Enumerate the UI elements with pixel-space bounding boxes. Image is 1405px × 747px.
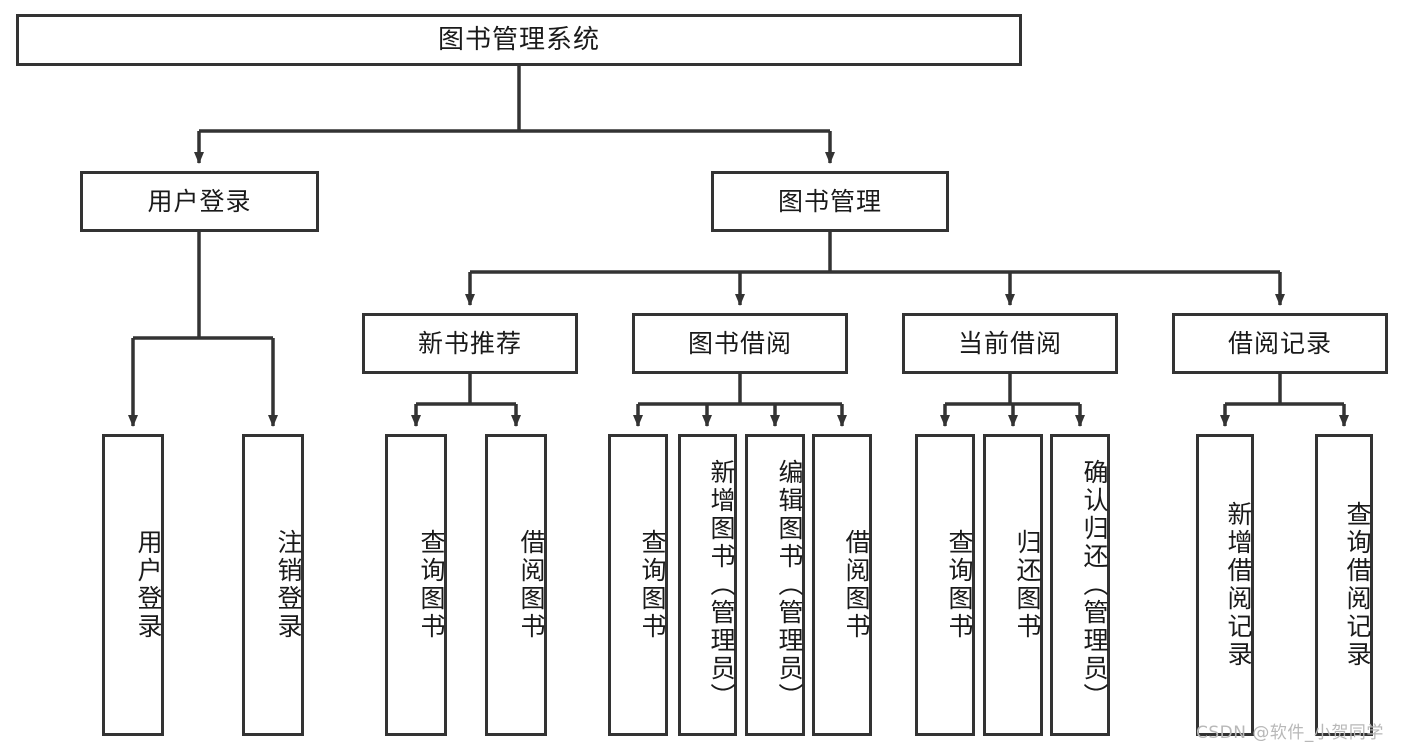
node-label: 查询借阅记录	[1343, 501, 1372, 669]
node-label: 注销登录	[274, 529, 303, 641]
node-label: 借阅记录	[1227, 328, 1332, 358]
node-leaf-leaf-edit-book[interactable]: 编辑图书（管理员）	[745, 434, 805, 736]
node-level3-current-borrow[interactable]: 当前借阅	[902, 313, 1118, 374]
watermark-text: CSDN @软件_小贺同学	[1196, 723, 1384, 743]
node-leaf-leaf-logout[interactable]: 注销登录	[242, 434, 304, 736]
node-label: 查询图书	[417, 529, 446, 641]
node-leaf-leaf-user-login[interactable]: 用户登录	[102, 434, 164, 736]
node-level2-book-manage[interactable]: 图书管理	[711, 171, 949, 232]
node-label: 归还图书	[1013, 529, 1042, 641]
node-leaf-leaf-return-book[interactable]: 归还图书	[983, 434, 1043, 736]
node-label: 当前借阅	[957, 328, 1062, 358]
node-leaf-leaf-add-book[interactable]: 新增图书（管理员）	[678, 434, 737, 736]
node-root-图书管理系统[interactable]: 图书管理系统	[16, 14, 1022, 66]
node-level3-new-book-recommend[interactable]: 新书推荐	[362, 313, 578, 374]
node-level3-book-borrow[interactable]: 图书借阅	[632, 313, 848, 374]
node-leaf-leaf-add-record[interactable]: 新增借阅记录	[1196, 434, 1254, 736]
node-label: 查询图书	[638, 529, 667, 641]
node-label: 用户登录	[134, 529, 163, 641]
node-level3-borrow-record[interactable]: 借阅记录	[1172, 313, 1388, 374]
node-label: 新增图书（管理员）	[707, 459, 736, 711]
node-label: 用户登录	[147, 186, 252, 216]
node-leaf-leaf-confirm-return[interactable]: 确认归还（管理员）	[1050, 434, 1110, 736]
node-label: 图书管理	[777, 186, 882, 216]
node-label: 编辑图书（管理员）	[775, 459, 804, 711]
node-leaf-leaf-query-book-1[interactable]: 查询图书	[385, 434, 447, 736]
node-label: 借阅图书	[842, 529, 871, 641]
node-leaf-leaf-query-book-3[interactable]: 查询图书	[915, 434, 975, 736]
node-leaf-leaf-query-book-2[interactable]: 查询图书	[608, 434, 668, 736]
node-level2-user-login[interactable]: 用户登录	[80, 171, 319, 232]
node-label: 借阅图书	[517, 529, 546, 641]
node-leaf-leaf-query-record[interactable]: 查询借阅记录	[1315, 434, 1373, 736]
node-label: 确认归还（管理员）	[1080, 459, 1109, 711]
node-label: 查询图书	[945, 529, 974, 641]
node-label: 新书推荐	[417, 328, 522, 358]
node-label: 新增借阅记录	[1224, 501, 1253, 669]
node-leaf-leaf-borrow-book-2[interactable]: 借阅图书	[812, 434, 872, 736]
node-label: 图书借阅	[687, 328, 792, 358]
node-leaf-leaf-borrow-book-1[interactable]: 借阅图书	[485, 434, 547, 736]
